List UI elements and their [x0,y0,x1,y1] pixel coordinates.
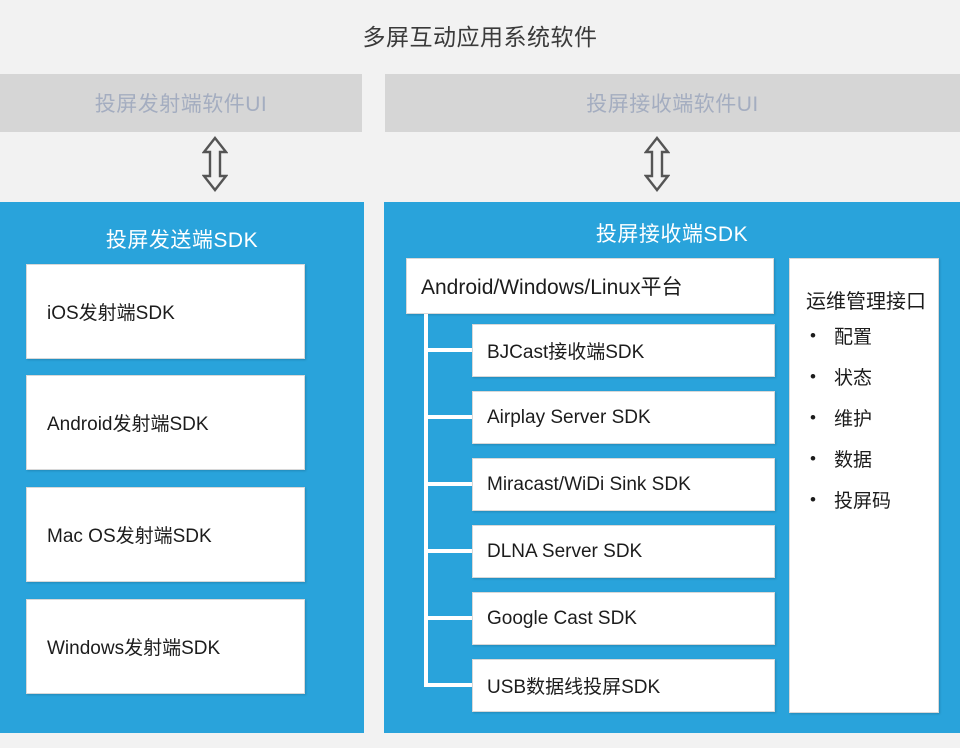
sdk-box-googlecast[interactable]: Google Cast SDK [472,592,775,645]
sdk-box-usb[interactable]: USB数据线投屏SDK [472,659,775,712]
double-headed-vertical-arrow-icon [202,136,228,192]
sender-ui-bar-label: 投屏发射端软件UI [94,93,268,116]
tree-branch-line [424,616,472,620]
sdk-box-label: Mac OS发射端SDK [47,526,212,547]
sdk-box-label: Miracast/WiDi Sink SDK [487,473,691,495]
receiver-ui-bar-label: 投屏接收端软件UI [586,93,759,116]
ops-management-panel: 运维管理接口 配置 状态 维护 数据 投屏码 [789,258,939,713]
ops-panel-list: 配置 状态 维护 数据 投屏码 [790,327,938,511]
platform-box[interactable]: Android/Windows/Linux平台 [406,258,774,314]
tree-branch-line [424,415,472,419]
sdk-box-macos[interactable]: Mac OS发射端SDK [26,487,305,582]
sdk-box-label: iOS发射端SDK [47,303,175,324]
sdk-box-label: Airplay Server SDK [487,406,651,428]
tree-branch-line [424,482,472,486]
ops-list-item[interactable]: 投屏码 [808,491,938,511]
sdk-box-label: USB数据线投屏SDK [487,677,661,698]
ops-list-item[interactable]: 状态 [808,368,938,388]
receiver-ui-bar: 投屏接收端软件UI [385,74,960,132]
sdk-box-label: DLNA Server SDK [487,540,643,562]
sdk-box-label: Android发射端SDK [47,414,209,435]
sdk-box-label: Google Cast SDK [487,607,637,629]
sender-ui-bar: 投屏发射端软件UI [0,74,362,132]
ops-list-item[interactable]: 数据 [808,450,938,470]
sdk-box-airplay[interactable]: Airplay Server SDK [472,391,775,444]
tree-branch-line [424,683,472,687]
sdk-box-dlna[interactable]: DLNA Server SDK [472,525,775,578]
receiver-panel-heading: 投屏接收端SDK [595,223,749,246]
receiver-link-arrow [637,136,677,192]
sender-sdk-panel: 投屏发送端SDK iOS发射端SDK Android发射端SDK Mac OS发… [0,202,364,733]
sdk-box-ios[interactable]: iOS发射端SDK [26,264,305,359]
receiver-sdk-panel: 投屏接收端SDK Android/Windows/Linux平台 BJCast接… [384,202,960,733]
double-headed-vertical-arrow-icon [644,136,670,192]
tree-branch-line [424,549,472,553]
ops-list-item[interactable]: 配置 [808,327,938,347]
platform-box-label: Android/Windows/Linux平台 [421,276,683,299]
tree-trunk-line [424,314,428,686]
sender-link-arrow [195,136,235,192]
ops-panel-title: 运维管理接口 [806,291,926,313]
tree-branch-line [424,348,472,352]
sender-panel-heading: 投屏发送端SDK [105,229,259,252]
ops-list-item[interactable]: 维护 [808,409,938,429]
sdk-box-windows[interactable]: Windows发射端SDK [26,599,305,694]
sdk-box-miracast[interactable]: Miracast/WiDi Sink SDK [472,458,775,511]
page-title: 多屏互动应用系统软件 [362,24,598,50]
sdk-box-bjcast[interactable]: BJCast接收端SDK [472,324,775,377]
sdk-box-label: BJCast接收端SDK [487,342,645,363]
sdk-box-label: Windows发射端SDK [47,638,221,659]
sdk-box-android[interactable]: Android发射端SDK [26,375,305,470]
